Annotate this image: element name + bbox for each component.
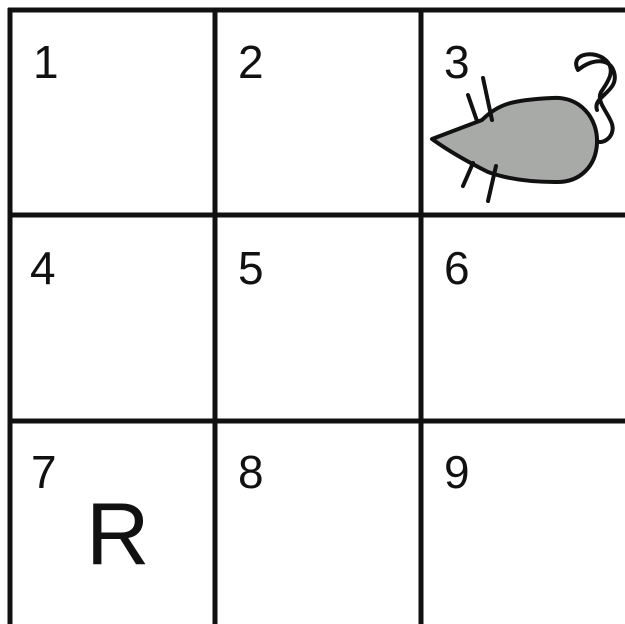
cell-number-5: 5 <box>238 242 264 294</box>
cell-number-6: 6 <box>444 242 470 294</box>
cell-number-4: 4 <box>30 242 56 294</box>
cell-number-7: 7 <box>31 446 57 498</box>
reward-marker: R <box>86 484 150 583</box>
whisker-lower-1 <box>463 163 473 186</box>
whisker-upper-1 <box>468 95 477 121</box>
cell-number-9: 9 <box>444 446 470 498</box>
cell-number-1: 1 <box>33 36 59 88</box>
cell-number-2: 2 <box>238 36 264 88</box>
mouse-body <box>432 98 597 182</box>
cell-number-8: 8 <box>238 446 264 498</box>
cell-number-3: 3 <box>444 36 470 88</box>
